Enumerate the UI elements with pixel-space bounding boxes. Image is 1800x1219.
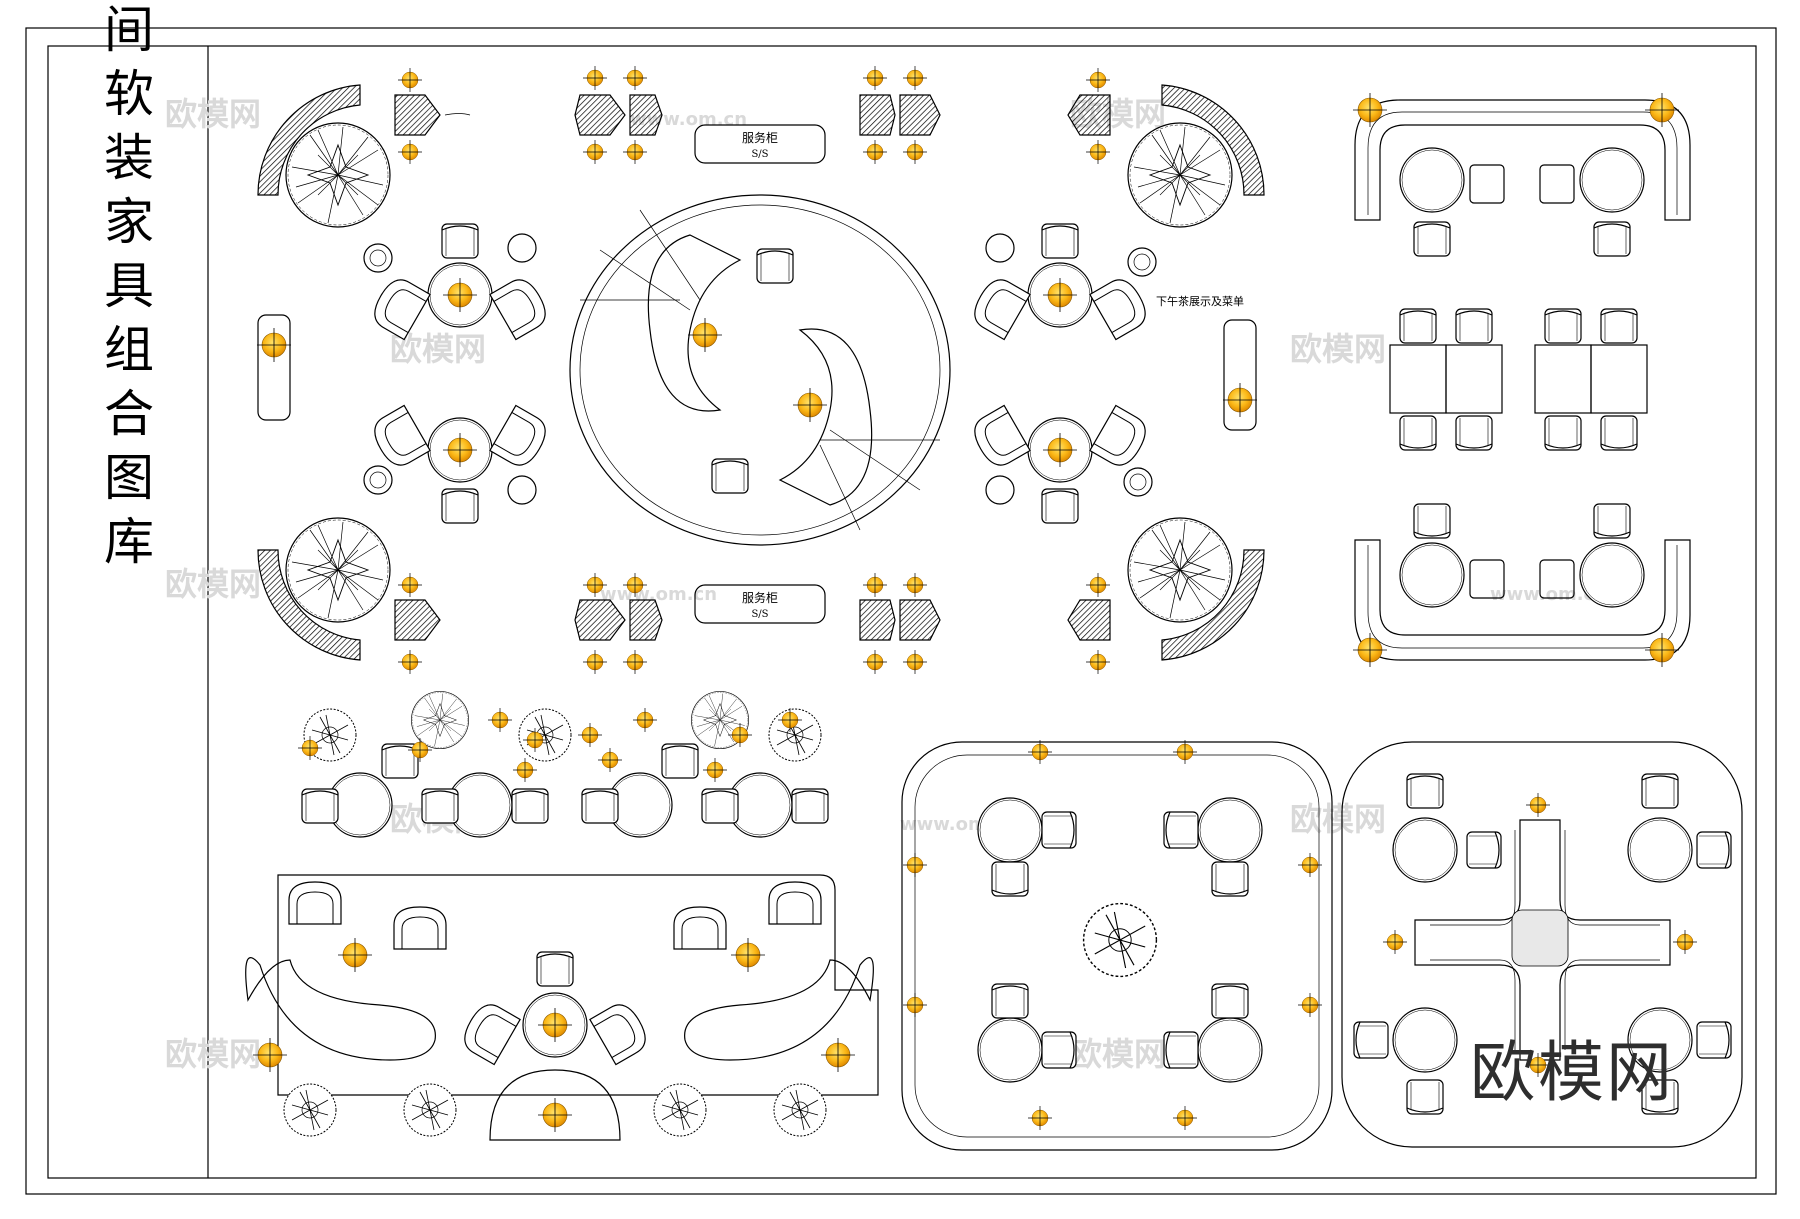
lamp-icon bbox=[1222, 382, 1258, 418]
lamp-icon bbox=[687, 317, 723, 353]
dining-tables bbox=[1389, 308, 1648, 451]
four-table-square bbox=[901, 739, 1333, 1151]
drawing-title: 商业空间软装家具组合图库 bbox=[96, 0, 154, 579]
watermark-text: 欧模网 bbox=[1290, 800, 1386, 838]
lamp-icon bbox=[1644, 92, 1680, 128]
service-counter-label: 服务柜 bbox=[742, 130, 778, 145]
watermark-text: 欧模网 bbox=[165, 1035, 261, 1073]
oval-lounge bbox=[569, 194, 951, 546]
tree-icon bbox=[1127, 122, 1233, 228]
chair-icon bbox=[711, 458, 749, 494]
service-counter-sublabel: S/S bbox=[751, 609, 768, 620]
cafe-block-top: 服务柜 S/S 服务柜 S/S bbox=[256, 65, 1265, 675]
side-display-stand bbox=[1223, 319, 1257, 431]
outer-border bbox=[25, 27, 1777, 1195]
lamp-icon bbox=[1644, 632, 1680, 668]
watermark-text: 欧模网 bbox=[165, 565, 261, 603]
lamp-icon bbox=[1352, 632, 1388, 668]
lounge-bottom bbox=[245, 874, 879, 1141]
watermark-url: www.om.cn bbox=[1490, 584, 1607, 605]
chair-icon bbox=[756, 248, 794, 284]
tea-set bbox=[363, 404, 553, 524]
watermark-brand-large: 欧模网 bbox=[1470, 1034, 1674, 1111]
lamp-icon bbox=[792, 387, 828, 423]
booth-top bbox=[1352, 92, 1691, 257]
tree-icon bbox=[1127, 517, 1233, 623]
tea-set bbox=[363, 223, 553, 341]
service-counter-label: 服务柜 bbox=[742, 590, 778, 605]
lamp-icon bbox=[1352, 92, 1388, 128]
lamp-icon bbox=[256, 327, 292, 363]
side-display-stand bbox=[257, 314, 291, 421]
tea-set bbox=[967, 223, 1157, 341]
curved-bench bbox=[257, 549, 361, 661]
tea-set bbox=[967, 404, 1153, 524]
cross-sofa-set bbox=[1341, 741, 1743, 1148]
watermark-text: 欧模网 bbox=[1290, 330, 1386, 368]
watermark-text: 欧模网 bbox=[1070, 1035, 1166, 1073]
curved-bench bbox=[257, 84, 361, 196]
service-counter-sublabel: S/S bbox=[751, 149, 768, 160]
display-unit bbox=[394, 572, 1111, 675]
service-counter-bottom: 服务柜 S/S bbox=[694, 584, 826, 624]
menu-display-label: 下午茶展示及菜单 bbox=[1156, 295, 1244, 308]
tree-icon bbox=[285, 122, 391, 228]
watermark-layer: 欧模网 欧模网 欧模网 欧模网 欧模网 欧模网 欧模网 欧模网 欧模网 www.… bbox=[165, 95, 1607, 1073]
tree-icon bbox=[285, 517, 391, 623]
plant-strip bbox=[297, 691, 829, 838]
watermark-text: 欧模网 bbox=[165, 95, 261, 133]
curved-bench bbox=[1161, 84, 1265, 196]
curved-bench bbox=[1161, 549, 1265, 661]
display-unit bbox=[394, 65, 1111, 165]
inner-border bbox=[47, 45, 1757, 1179]
booth-bottom bbox=[1352, 503, 1691, 668]
service-counter-top: 服务柜 S/S bbox=[694, 124, 826, 164]
